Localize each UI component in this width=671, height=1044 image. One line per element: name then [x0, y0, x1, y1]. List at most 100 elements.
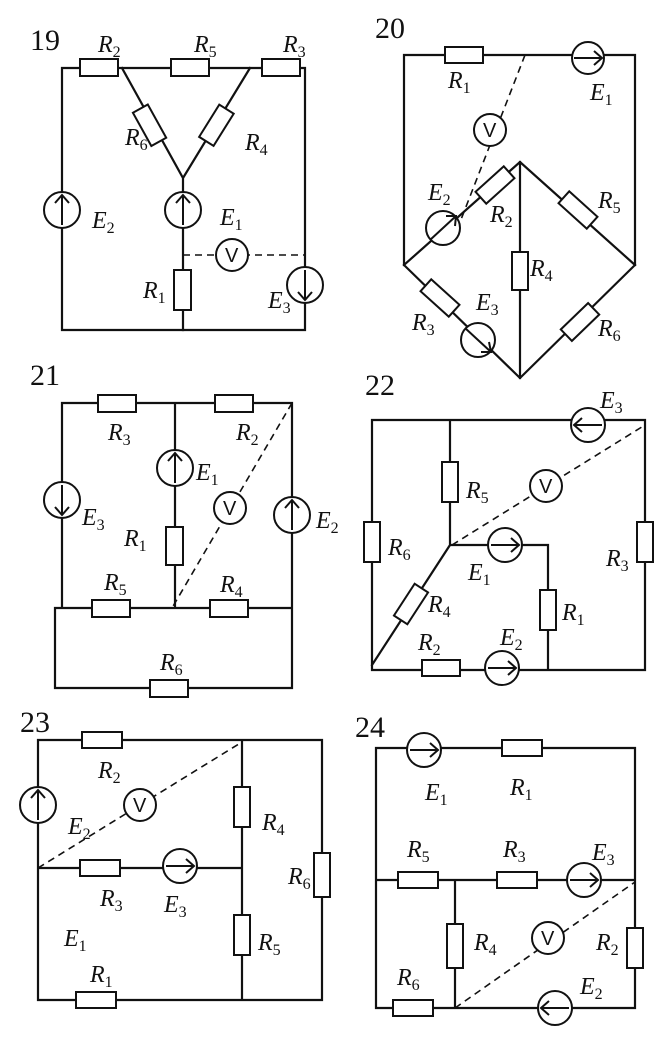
diagram-number: 24	[355, 711, 385, 744]
resistor-R6	[149, 679, 189, 698]
label-R1: R1	[561, 600, 585, 629]
label-R4: R4	[219, 572, 243, 601]
svg-text:V: V	[539, 476, 553, 498]
label-E2: E2	[91, 208, 115, 237]
label-R4: R4	[261, 810, 285, 839]
label-E3: E3	[163, 892, 187, 921]
resistor-R3	[79, 859, 121, 877]
label-E3: E3	[591, 840, 615, 869]
label-R5: R5	[103, 570, 127, 599]
source-E1	[164, 191, 202, 229]
resistor-R4	[233, 786, 251, 828]
resistor-R4	[392, 582, 430, 626]
resistor-R6	[313, 852, 331, 898]
label-R4: R4	[427, 592, 451, 621]
source-E3	[286, 266, 324, 304]
label-R6: R6	[159, 650, 183, 679]
label-E3: E3	[599, 388, 623, 417]
source-E2	[273, 496, 311, 534]
label-E1: E1	[589, 80, 613, 109]
source-E3	[570, 407, 606, 443]
svg-text:V: V	[225, 245, 239, 267]
label-R1: R1	[89, 962, 113, 991]
label-R1: R1	[447, 68, 471, 97]
resistor-R5	[91, 599, 131, 618]
svg-text:V: V	[133, 795, 147, 817]
diagram-22: 22 V E3 R5 R6 E1 R4 R1 R3 R2 E2	[363, 369, 654, 686]
label-E1: E1	[63, 926, 87, 955]
label-E1: E1	[467, 560, 491, 589]
label-R5: R5	[465, 478, 489, 507]
source-E3	[43, 481, 81, 519]
source-E3	[460, 322, 496, 358]
voltmeter: V	[213, 491, 247, 525]
diagram-24: 24 V E1 R1 R5 R3 E3 R4 R2 R6 E2	[355, 711, 644, 1026]
label-R4: R4	[529, 256, 553, 285]
source-E2	[484, 650, 520, 686]
svg-text:V: V	[483, 120, 497, 142]
label-R6: R6	[124, 125, 148, 154]
source-E1	[406, 732, 442, 768]
resistor-R5	[170, 58, 210, 77]
diagram-number: 23	[20, 706, 50, 739]
label-R3: R3	[107, 420, 131, 449]
label-R3: R3	[605, 546, 629, 575]
label-R4: R4	[244, 130, 268, 159]
label-R3: R3	[282, 32, 306, 61]
diagram-19: 19 V R2 R5 R3 R6 R4 E2 E1 R1 E3	[30, 24, 324, 332]
svg-text:V: V	[541, 928, 555, 950]
diagram-21: 21 V R3 R2 E1 E3 E2 R1 R5 R4 R6	[30, 359, 339, 698]
resistor-R5	[397, 871, 439, 889]
resistor-R3	[419, 277, 461, 319]
label-E2: E2	[579, 974, 603, 1003]
diagram-number: 20	[375, 12, 405, 45]
resistor-R6	[392, 999, 434, 1017]
resistor-R1	[75, 991, 117, 1009]
label-E1: E1	[424, 780, 448, 809]
diagram-20: 20 V R1 E1 E2 R2 R5 R4 E3 R3 R6	[375, 12, 637, 380]
source-E2	[19, 786, 57, 824]
resistor-R1	[444, 46, 484, 64]
label-R2: R2	[97, 32, 121, 61]
label-R2: R2	[595, 930, 619, 959]
resistor-R6	[131, 103, 168, 148]
label-R6: R6	[597, 316, 621, 345]
resistor-R6	[363, 521, 381, 563]
label-E2: E2	[67, 814, 91, 843]
label-R5: R5	[257, 930, 281, 959]
resistor-R5	[233, 914, 251, 956]
label-R5: R5	[193, 32, 217, 61]
source-E3	[566, 862, 602, 898]
resistor-R3	[97, 394, 137, 413]
source-E2	[43, 191, 81, 229]
label-R5: R5	[597, 188, 621, 217]
label-E3: E3	[81, 505, 105, 534]
resistor-R4	[511, 251, 529, 291]
resistor-R3	[261, 58, 301, 77]
label-R2: R2	[417, 630, 441, 659]
label-E2: E2	[315, 508, 339, 537]
resistor-R2	[474, 164, 516, 206]
voltmeter: V	[473, 113, 507, 147]
label-R6: R6	[387, 535, 411, 564]
resistor-R5	[441, 461, 459, 503]
source-E1	[571, 41, 605, 75]
label-E2: E2	[499, 625, 523, 654]
resistor-R5	[557, 189, 599, 231]
label-E1: E1	[219, 205, 243, 234]
source-E3	[162, 848, 198, 884]
resistor-R1	[165, 526, 184, 566]
source-E2	[425, 210, 461, 246]
label-R1: R1	[142, 278, 166, 307]
label-R5: R5	[406, 837, 430, 866]
resistor-R2	[626, 927, 644, 969]
diagram-number: 21	[30, 359, 60, 392]
resistor-R1	[501, 739, 543, 757]
source-E1	[487, 527, 523, 563]
voltmeter: V	[215, 238, 249, 272]
voltmeter: V	[529, 469, 563, 503]
label-R3: R3	[502, 837, 526, 866]
label-R3: R3	[411, 310, 435, 339]
diagram-number: 19	[30, 24, 60, 57]
